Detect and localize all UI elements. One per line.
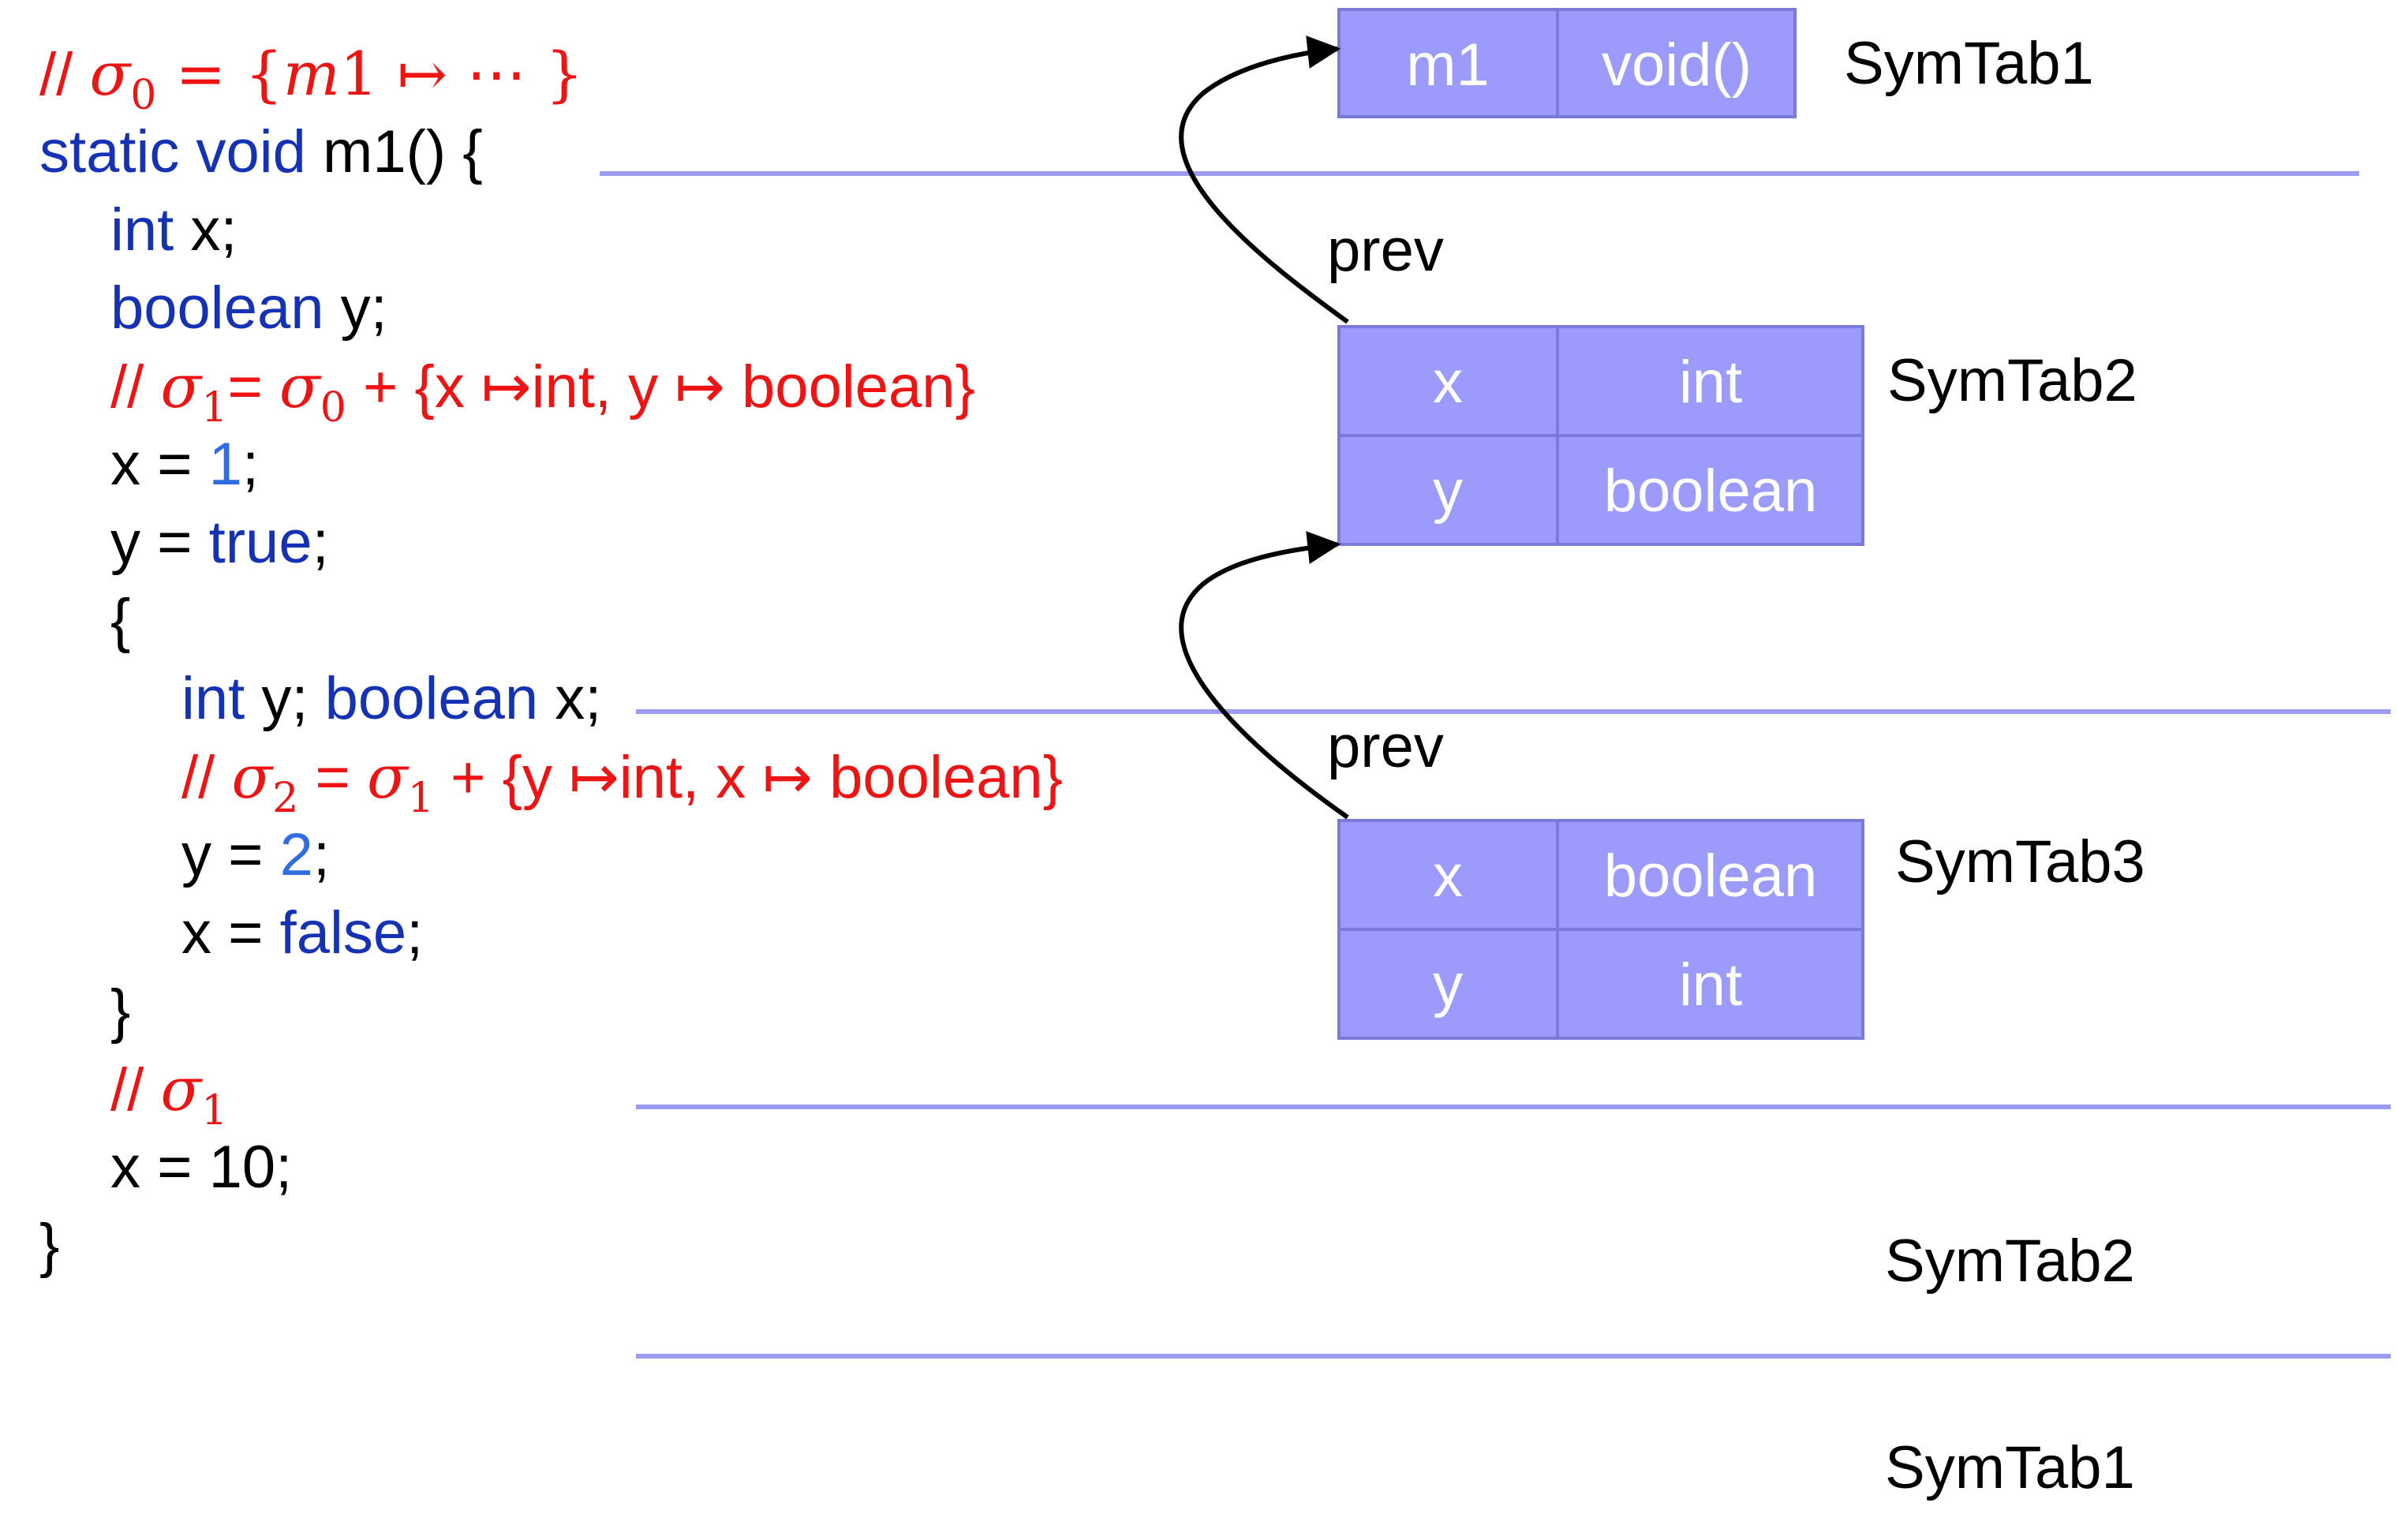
code-line: int x; [110,194,237,267]
code-token: 0 [320,384,346,432]
code-token: m1() { [305,118,483,185]
code-token: true [208,509,312,576]
code-token: = [298,744,367,811]
symtab1-name-cell: m1 [1406,32,1490,99]
code-token: σ [89,39,131,109]
code-token: { [110,587,131,654]
code-token: } [39,1212,60,1279]
symtab3-row2-type: int [1679,951,1742,1019]
code-line: } [39,1209,59,1282]
code-token: σ [231,742,273,812]
symtab1-type-cell: void() [1602,32,1752,99]
symtab2-row2-name: y [1433,458,1463,525]
symtab1-label: SymTab1 [1844,30,2094,97]
code-token: σ [279,351,320,421]
code-token: σ [160,1054,202,1124]
code-token: static void [39,118,306,185]
code-token: 1 [201,384,228,432]
symtab2-row2-type: boolean [1604,458,1818,525]
code-token: } [110,977,131,1045]
code-line: { [110,585,130,657]
code-line: int y; boolean x; [181,663,601,735]
code-token: boolean [110,275,324,342]
symtab3-row1-type: boolean [1604,843,1818,910]
code-token: y; [245,665,325,732]
symtab3-label: SymTab3 [1895,828,2145,895]
code-line: // σ1= σ0 + {x ↦int, y ↦ boolean} [110,350,975,432]
code-line: x = false; [181,897,423,970]
code-token: ; [241,431,260,498]
code-token: 2 [279,821,313,888]
prev-arrow-upper [1179,36,1349,324]
code-token: x = [110,431,209,498]
code-token: 2 [272,775,299,822]
symtab2-row1-name: x [1433,349,1463,416]
code-token: // [39,41,90,108]
code-token: m [282,39,340,109]
symtab2-label: SymTab2 [1887,347,2137,414]
code-token: + {x ↦int, y ↦ boolean} [346,353,975,421]
code-listing: // σ0 = {m1 ↦ ⋯ }static void m1() {int x… [39,0,1223,1540]
code-token: // [110,1056,161,1123]
code-token: σ [160,351,202,421]
code-token: false [279,899,407,966]
symtab3-table: x boolean y int [1337,819,1864,1040]
code-line: } [110,975,130,1048]
prev-label-lower: prev [1327,713,1444,780]
stack-symtab2-label: SymTab2 [1885,1228,2135,1295]
code-token: 1 [208,431,242,498]
stack-symtab1-label: SymTab1 [1885,1434,2135,1501]
code-token: ; [312,509,329,576]
symtab3-row2-name: y [1433,951,1463,1019]
code-token: 1 [407,775,434,822]
prev-label-upper: prev [1327,217,1444,284]
code-token: int [181,665,245,732]
code-token: x; [538,665,602,732]
code-line: static void m1() { [39,116,483,189]
code-token: x = [181,899,280,966]
code-line: y = true; [110,506,329,579]
symtab2-table: x int y boolean [1337,325,1864,546]
code-line: // σ2 = σ1 + {y ↦int, x ↦ boolean} [181,741,1064,822]
symtab1-table: m1 void() [1337,8,1797,118]
code-token: = [227,353,279,421]
code-token: 1 ↦ ⋯ } [339,39,584,109]
code-line: x = 10; [110,1131,292,1204]
code-token: // [110,353,161,421]
code-token: 1 [201,1087,228,1134]
code-line: boolean y; [110,272,387,345]
code-token: x; [174,196,237,264]
code-token: + {y ↦int, x ↦ boolean} [433,744,1064,811]
code-token: σ [366,742,408,812]
code-token: x = 10; [110,1134,293,1201]
symtab2-row1-type: int [1679,349,1742,416]
code-token: y; [323,275,387,342]
symtab3-row1-name: x [1433,843,1463,910]
code-token: // [181,744,232,811]
code-token: = { [156,39,283,109]
code-line: x = 1; [110,428,259,501]
code-token: y = [181,821,280,888]
prev-arrow-lower [1179,531,1349,820]
code-token: int [110,196,174,264]
code-token: boolean [324,665,539,732]
code-token: y = [110,509,209,576]
code-token: ; [406,899,424,966]
code-line: y = 2; [181,819,330,891]
code-token: 0 [130,72,157,119]
code-line: // σ0 = {m1 ↦ ⋯ } [39,38,584,119]
code-line: // σ1 [110,1053,228,1134]
code-token: ; [312,821,331,888]
